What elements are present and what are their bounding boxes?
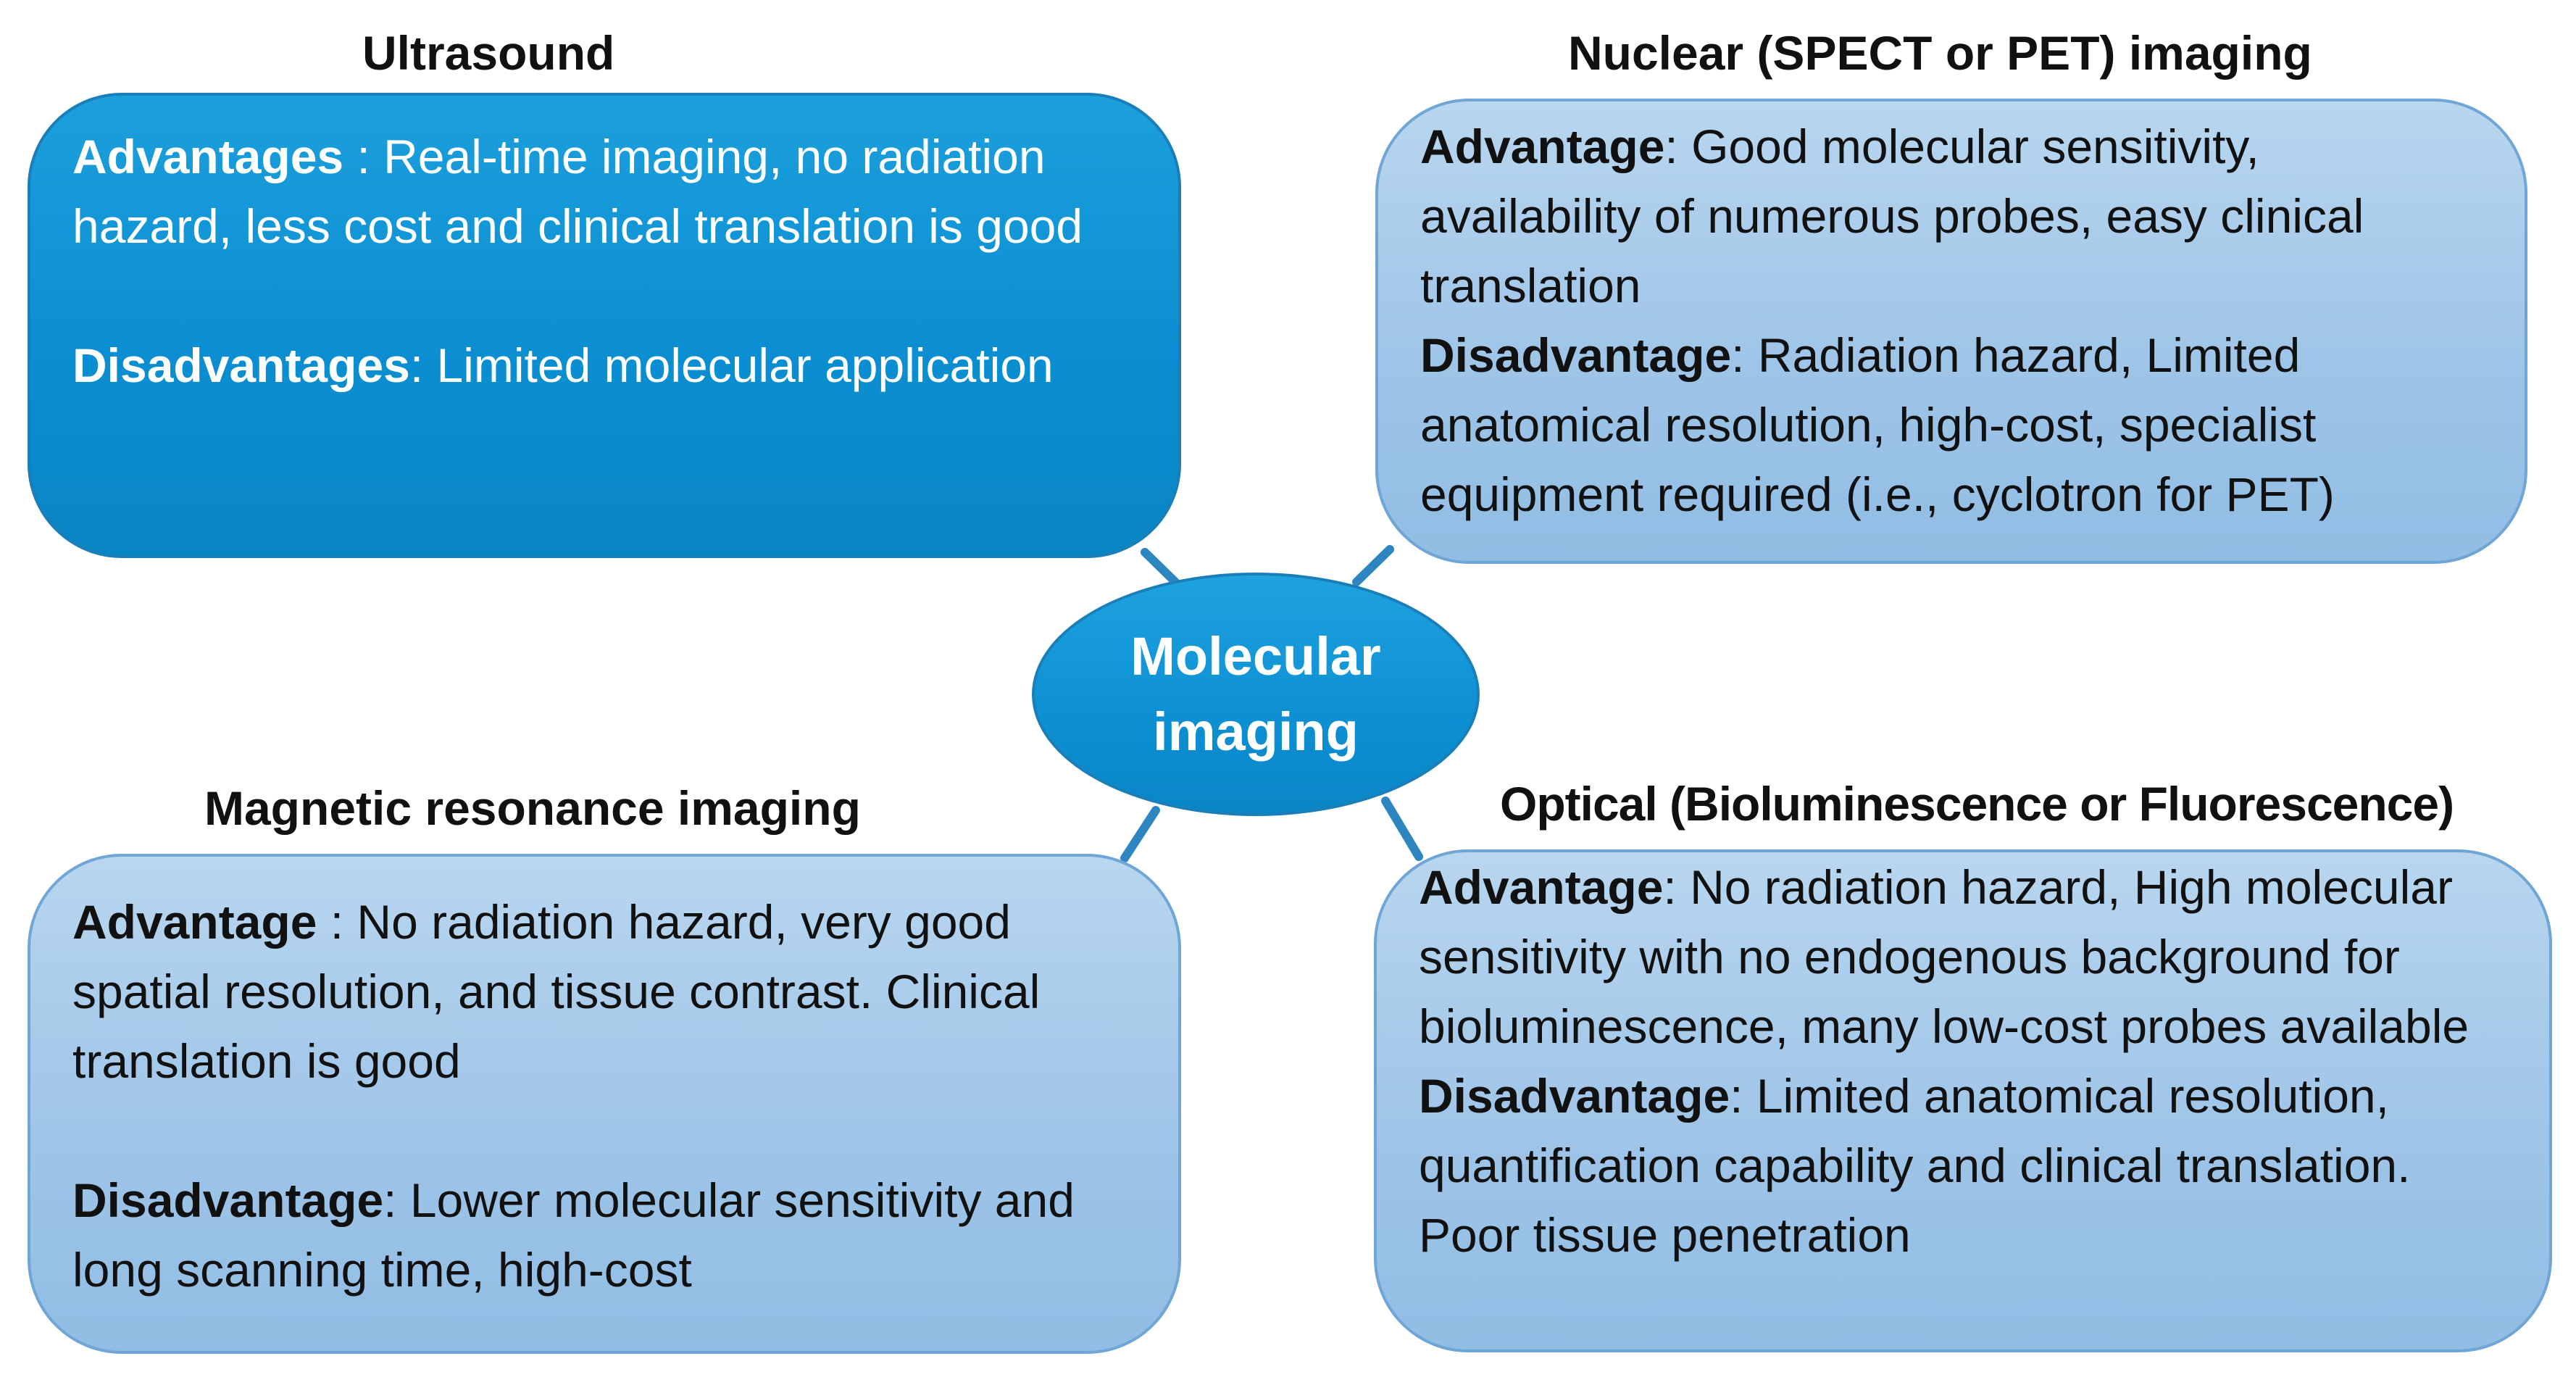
disadvantage-label: Disadvantage <box>1420 328 1732 382</box>
center-line-2: imaging <box>1153 702 1359 762</box>
nuclear-advantage: Advantage: Good molecular sensitivity, a… <box>1420 112 2483 320</box>
disadvantage-text: : Radiation hazard, Limited anatomical r… <box>1420 328 2335 521</box>
disadvantage-label: Disadvantage <box>1419 1069 1730 1123</box>
advantages-text: : Real-time imaging, no radiation hazard… <box>72 130 1083 253</box>
nuclear-heading: Nuclear (SPECT or PET) imaging <box>1568 26 2312 80</box>
optical-heading: Optical (Bioluminescence or Fluorescence… <box>1500 777 2454 831</box>
disadvantage-label: Disadvantage <box>72 1173 384 1227</box>
connector-optical <box>1381 797 1423 861</box>
advantages-label: Advantages <box>72 130 344 183</box>
connector-nuclear <box>1352 545 1394 586</box>
disadvantages-label: Disadvantages <box>72 338 410 392</box>
advantage-text: : No radiation hazard, High molecular se… <box>1419 860 2469 1053</box>
optical-advantage: Advantage: No radiation hazard, High mol… <box>1419 852 2507 1061</box>
ultrasound-heading: Ultrasound <box>362 26 615 80</box>
advantage-text: : Good molecular sensitivity, availabili… <box>1420 120 2364 312</box>
connector-ultrasound <box>1141 548 1180 586</box>
mri-advantage: Advantage : No radiation hazard, very go… <box>72 887 1136 1096</box>
molecular-imaging-node: Molecular imaging <box>1032 573 1480 816</box>
mri-box: Advantage : No radiation hazard, very go… <box>28 854 1181 1354</box>
disadvantages-text: : Limited molecular application <box>409 338 1054 392</box>
advantage-label: Advantage <box>1419 860 1664 914</box>
ultrasound-advantages: Advantages : Real-time imaging, no radia… <box>72 122 1136 261</box>
ultrasound-disadvantages: Disadvantages: Limited molecular applica… <box>72 330 1136 400</box>
advantage-label: Advantage <box>72 895 317 949</box>
nuclear-box: Advantage: Good molecular sensitivity, a… <box>1375 99 2527 564</box>
disadvantage-text: : Limited anatomical resolution, quantif… <box>1419 1069 2411 1262</box>
mri-heading: Magnetic resonance imaging <box>204 781 861 835</box>
mri-disadvantage: Disadvantage: Lower molecular sensitivit… <box>72 1165 1136 1305</box>
disadvantage-text: : Lower molecular sensitivity and long s… <box>72 1173 1075 1297</box>
advantage-label: Advantage <box>1420 120 1665 173</box>
advantage-text: : No radiation hazard, very good spatial… <box>72 895 1041 1088</box>
optical-disadvantage: Disadvantage: Limited anatomical resolut… <box>1419 1061 2507 1270</box>
connector-mri <box>1120 806 1160 862</box>
optical-box: Advantage: No radiation hazard, High mol… <box>1374 849 2552 1352</box>
ultrasound-box: Advantages : Real-time imaging, no radia… <box>28 93 1181 558</box>
center-line-1: Molecular <box>1130 626 1381 686</box>
nuclear-disadvantage: Disadvantage: Radiation hazard, Limited … <box>1420 320 2483 529</box>
